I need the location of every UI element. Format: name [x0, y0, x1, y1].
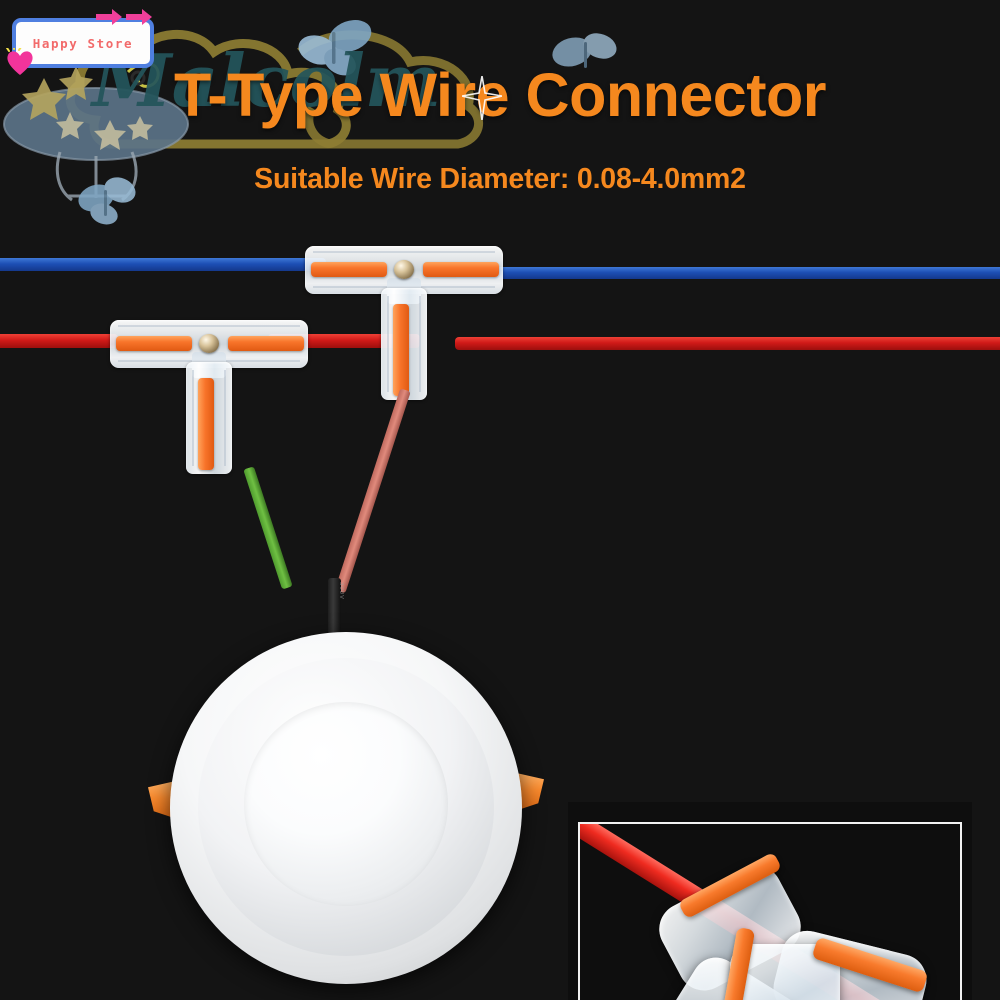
- salmon-branch-wire: [334, 388, 411, 594]
- pink-arrow-icon: [96, 9, 152, 25]
- inset-scene: [580, 824, 960, 1000]
- page-title: T-Type Wire Connector: [173, 61, 827, 129]
- inset-border: [578, 822, 962, 1000]
- heart-icon: [6, 48, 33, 75]
- connector-seam: [192, 370, 194, 466]
- connector-seam: [224, 370, 226, 466]
- connector-seam: [419, 296, 421, 392]
- red-main-wire: [0, 334, 118, 348]
- downlight-rim: [198, 658, 494, 956]
- happy-store-label: Happy Store: [32, 35, 134, 51]
- orange-lever: [198, 378, 214, 470]
- orange-lever: [228, 336, 304, 351]
- green-branch-wire: [243, 466, 293, 590]
- close-up-detail-panel: [568, 802, 972, 1000]
- metal-pin: [394, 260, 414, 279]
- downlight-lens: [244, 702, 448, 906]
- product-photo: 300V: [0, 210, 1000, 1000]
- page-subtitle: Suitable Wire Diameter: 0.08-4.0mm2: [254, 163, 746, 195]
- connector-seam: [387, 296, 389, 392]
- red-main-wire: [455, 337, 1000, 350]
- downlight-housing: [170, 632, 522, 984]
- orange-lever: [116, 336, 192, 351]
- blue-main-wire: [455, 267, 1000, 279]
- metal-pin: [199, 334, 219, 353]
- cable-print: 300V: [338, 582, 344, 601]
- led-downlight: [148, 632, 544, 984]
- connector-seam: [118, 325, 300, 327]
- connector-seam: [313, 251, 495, 253]
- orange-lever: [311, 262, 387, 277]
- black-lamp-cable: [328, 578, 341, 634]
- orange-lever: [423, 262, 499, 277]
- orange-lever: [393, 304, 409, 396]
- blue-main-wire: [0, 258, 326, 271]
